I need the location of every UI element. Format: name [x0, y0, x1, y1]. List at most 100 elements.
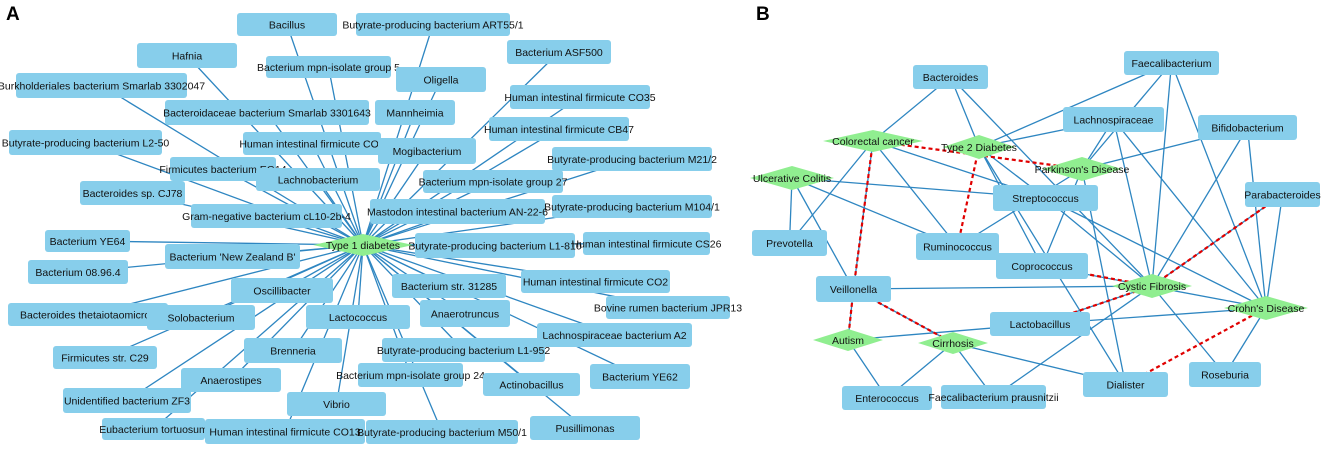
node-box [483, 373, 580, 396]
node-label: Pusillimonas [556, 423, 615, 435]
edge-faecalibacterium-crohn-s-disease [1170, 62, 1267, 309]
node-label: Hafnia [172, 51, 203, 63]
node-coprococcus: Coprococcus [996, 253, 1088, 279]
node-lactobacillus: Lactobacillus [990, 312, 1090, 336]
node-bacteroides-thetaiotaomicron: Bacteroides thetaiotaomicron [8, 303, 168, 326]
edge-bifidobacterium-crohn-s-disease [1246, 127, 1267, 309]
node-label: Bovine rumen bacterium JPR13 [594, 303, 742, 315]
node-box [28, 260, 128, 284]
node-label: Lachnobacterium [278, 175, 359, 187]
node-mogibacterium: Mogibacterium [378, 138, 476, 164]
node-bacteroidaceae-bacterium-smarlab-3301643: Bacteroidaceae bacterium Smarlab 3301643 [163, 100, 371, 125]
node-box [237, 13, 337, 36]
node-box [537, 323, 692, 347]
node-gram-negative-bacterium-cl10-2b-4: Gram-negative bacterium cL10-2b-4 [182, 204, 351, 228]
node-box [9, 130, 162, 155]
node-label: Actinobacillus [499, 380, 563, 392]
node-bacterium-new-zealand-b: Bacterium 'New Zealand B' [165, 244, 300, 269]
node-label: Mastodon intestinal bacterium AN-22-6 [367, 207, 548, 219]
node-box [287, 392, 386, 416]
disease-label: Autism [832, 335, 864, 347]
node-label: Anaerostipes [200, 375, 261, 387]
node-label: Human intestinal firmicute CO2 [523, 277, 668, 289]
node-lachnospiraceae: Lachnospiraceae [1063, 107, 1164, 132]
edge-t1d-human-intestinal-firmicute-co4 [311, 143, 364, 246]
node-label: Bacterium mpn-isolate group 24 [336, 370, 485, 382]
disease-diamond [1042, 157, 1122, 181]
node-box [1124, 51, 1219, 75]
node-lachnospiraceae-bacterium-a2: Lachnospiraceae bacterium A2 [537, 323, 692, 347]
node-box [137, 43, 237, 68]
edge-parabacteroides-crohn-s-disease [1265, 194, 1284, 309]
disease-label: Colorectal cancer [832, 136, 914, 148]
node-bacterium-mpn-isolate-group-5: Bacterium mpn-isolate group 5 [257, 56, 400, 78]
edge-prevotella-colorectal-cancer [788, 140, 874, 244]
node-box [191, 204, 342, 228]
node-pusillimonas: Pusillimonas [530, 416, 640, 440]
node-butyrate-producing-bacterium-m104-1: Butyrate-producing bacterium M104/1 [544, 195, 720, 218]
disease-autism: Autism [813, 329, 883, 351]
node-human-intestinal-firmicute-co35: Human intestinal firmicute CO35 [504, 85, 656, 109]
node-label: Firmicutes str. C29 [61, 353, 149, 365]
node-label: Bifidobacterium [1211, 123, 1284, 135]
node-bacillus: Bacillus [237, 13, 337, 36]
node-box [231, 278, 333, 303]
node-firmicutes-str-c29: Firmicutes str. C29 [53, 346, 157, 369]
node-label: Mogibacterium [393, 146, 462, 158]
node-solobacterium: Solobacterium [147, 305, 255, 330]
node-label: Lactococcus [329, 312, 387, 324]
node-label: Bacterium str. 31285 [401, 281, 497, 293]
edge-faecalibacterium-cystic-fibrosis [1151, 62, 1173, 287]
disease-diamond [813, 329, 883, 351]
node-label: Mannheimia [386, 108, 443, 120]
edge-lachnospiraceae-crohn-s-disease [1112, 119, 1267, 309]
node-box [53, 346, 157, 369]
node-label: Vibrio [323, 399, 350, 411]
node-label: Roseburia [1201, 370, 1249, 382]
node-box [80, 181, 185, 205]
panel-b-edges [788, 62, 1284, 399]
disease-colorectal-cancer: Colorectal cancer [823, 130, 923, 152]
node-streptococcus: Streptococcus [993, 185, 1098, 211]
node-box [916, 233, 999, 260]
node-label: Parabacteroides [1244, 190, 1320, 202]
node-box [530, 416, 640, 440]
node-box [165, 100, 369, 125]
panel-b-nodes: BacteroidesFaecalibacteriumLachnospirace… [750, 51, 1321, 410]
disease-crohn-s-disease: Crohn's Disease [1224, 296, 1308, 320]
node-box [1245, 182, 1320, 207]
node-box [590, 364, 690, 389]
node-bacterium-asf500: Bacterium ASF500 [507, 40, 611, 64]
node-human-intestinal-firmicute-cb47: Human intestinal firmicute CB47 [484, 117, 634, 141]
node-box [266, 56, 391, 78]
node-anaerostipes: Anaerostipes [181, 368, 281, 392]
node-box [378, 138, 476, 164]
node-butyrate-producing-bacterium-l1-952: Butyrate-producing bacterium L1-952 [377, 338, 550, 362]
disease-label: Parkinson's Disease [1035, 164, 1130, 176]
node-label: Human intestinal firmicute CO13 [209, 427, 360, 439]
disease-label: Crohn's Disease [1228, 303, 1305, 315]
node-label: Bacterium ASF500 [515, 47, 603, 59]
dashed-edge-veillonella-colorectal-cancer [852, 140, 875, 290]
node-box [366, 420, 518, 444]
node-box [16, 73, 187, 98]
node-box [489, 117, 629, 141]
node-label: Faecalibacterium prausnitzii [928, 392, 1058, 404]
node-bacterium-str-31285: Bacterium str. 31285 [392, 274, 506, 298]
node-bacterium-ye62: Bacterium YE62 [590, 364, 690, 389]
node-hafnia: Hafnia [137, 43, 237, 68]
node-label: Lachnospiraceae [1074, 115, 1154, 127]
dashed-edge-dialister-crohn-s-disease [1124, 307, 1267, 386]
disease-cystic-fibrosis: Cystic Fibrosis [1112, 274, 1192, 298]
node-box [392, 274, 506, 298]
node-box [583, 232, 710, 255]
node-vibrio: Vibrio [287, 392, 386, 416]
edge-faecalibacterium-prausnitzii-cystic-fibrosis [993, 285, 1153, 398]
node-ruminococcus: Ruminococcus [916, 233, 999, 260]
node-label: Bacterium mpn-isolate group 5 [257, 62, 400, 74]
node-label: Burkholderiales bacterium Smarlab 330204… [0, 81, 205, 93]
node-label: Eubacterium tortuosum [99, 424, 208, 436]
node-human-intestinal-firmicute-co4: Human intestinal firmicute CO4 [239, 132, 385, 155]
node-box [382, 338, 545, 362]
